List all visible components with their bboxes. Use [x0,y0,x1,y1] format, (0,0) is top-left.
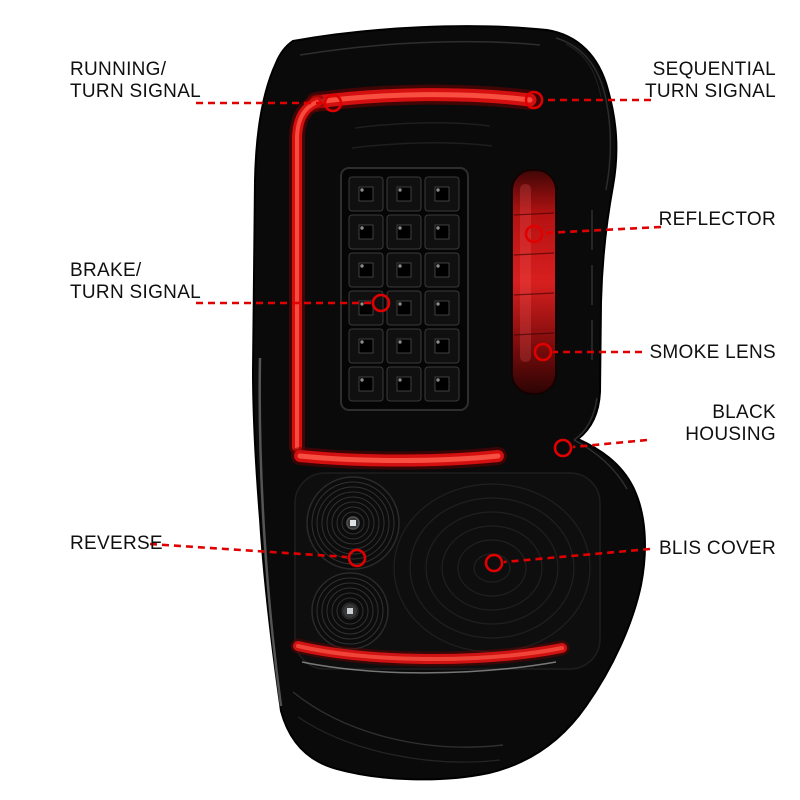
led-brake-array [340,167,469,411]
callout-label-reverse: REVERSE [70,533,163,554]
callout-label-sequential-turn-signal: SEQUENTIAL TURN SIGNAL [644,59,776,102]
led-grid [348,176,460,402]
callout-label-reflector: REFLECTOR [658,209,776,230]
callout-marker-sequential-turn-signal [524,90,544,110]
callout-marker-blis-cover [484,553,504,573]
callout-leaders [149,90,662,573]
callout-label-smoke-lens: SMOKE LENS [649,342,776,363]
callout-line-reverse [149,542,348,559]
reverse-light-lenses [306,476,400,650]
bottom-light-bar [290,638,570,674]
callout-line-blis-cover [503,547,651,564]
callout-marker-running-turn-signal [323,93,343,113]
callout-marker-reflector [524,224,544,244]
callout-label-running-turn-signal: RUNNING/ TURN SIGNAL [70,59,202,102]
left-light-bar [289,94,325,455]
callout-line-reflector [543,225,662,235]
callout-marker-brake-turn-signal [371,293,391,313]
callout-marker-reverse [347,548,367,568]
smoked-lens-panel [294,472,601,670]
callout-line-black-housing [572,438,648,449]
reflector-strip [511,169,557,395]
callout-marker-smoke-lens [533,342,553,362]
callout-marker-black-housing [553,438,573,458]
callout-label-blis-cover: BLIS COVER [658,538,776,559]
mid-light-bar [291,447,507,470]
top-running-light-bar [306,84,540,112]
callout-label-brake-turn-signal: BRAKE/ TURN SIGNAL [70,260,202,303]
callout-label-black-housing: BLACK HOUSING [685,402,776,445]
